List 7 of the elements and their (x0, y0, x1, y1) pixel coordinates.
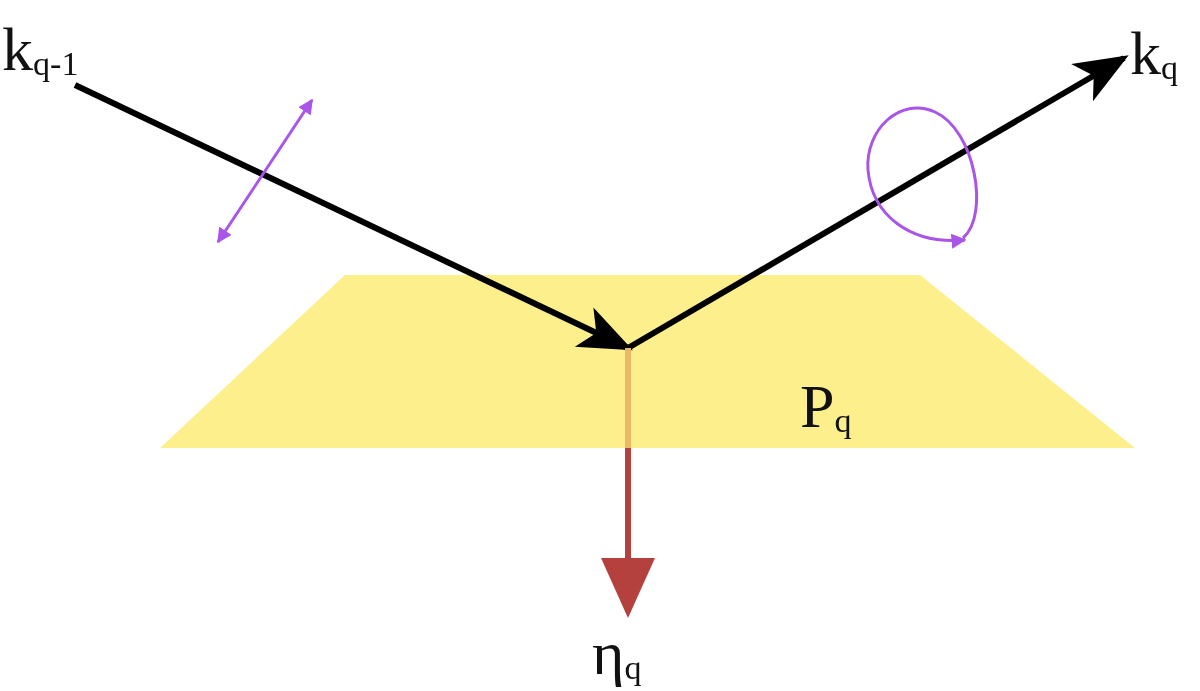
normal-arrow (601, 348, 655, 618)
vector-label: k$_{q-1}$ (2, 18, 80, 82)
ray-arrow (73, 82, 633, 351)
normal-label: η$_{q}$ (592, 622, 643, 686)
plane-label: P$_{q}$ (800, 375, 852, 439)
ray-arrow (626, 55, 1129, 351)
vector-label: k$_{q}$ (1130, 22, 1180, 86)
